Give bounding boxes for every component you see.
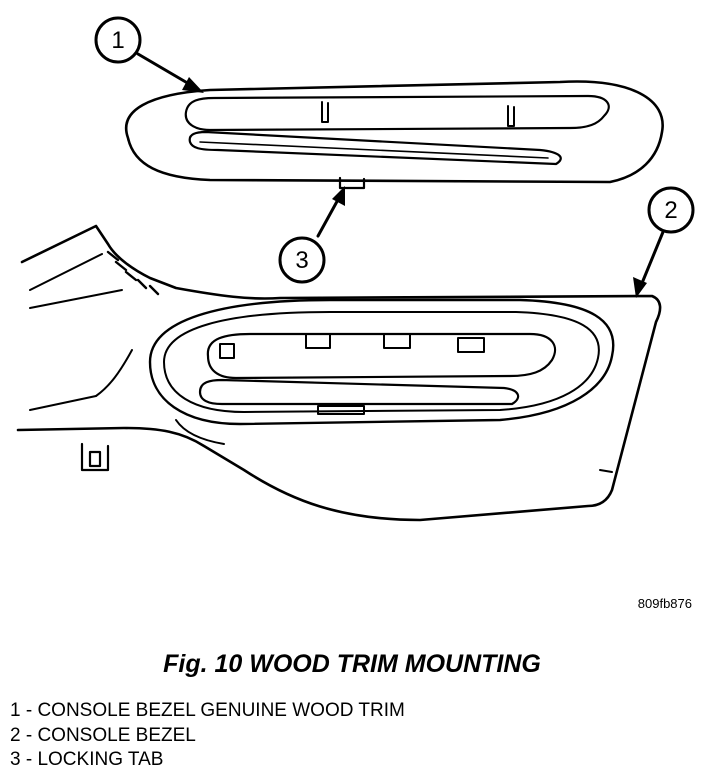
callout-circle-2 [647, 186, 695, 234]
wood-trim-mounting-illustration: 1 2 3 [16, 16, 695, 522]
callout-circle-1 [94, 16, 142, 64]
parts-legend: 1 - CONSOLE BEZEL GENUINE WOOD TRIM 2 - … [10, 699, 405, 773]
callout-label-1: 1 [111, 27, 124, 54]
arrow-head-2 [633, 277, 647, 298]
arrow-head-3 [332, 186, 345, 206]
figure-id: 809fb876 [637, 596, 692, 611]
callout-circle-3 [278, 236, 326, 284]
callout-label-3: 3 [295, 247, 308, 274]
arrow-head-1 [182, 77, 204, 93]
wood-trim-ring [125, 80, 664, 190]
legend-item-1: 1 - CONSOLE BEZEL GENUINE WOOD TRIM [10, 700, 405, 721]
callout-label-2: 2 [664, 197, 677, 224]
figure-caption: Fig. 10 WOOD TRIM MOUNTING [163, 650, 541, 678]
console-bezel [16, 224, 662, 522]
legend-item-2: 2 - CONSOLE BEZEL [10, 724, 196, 746]
legend-item-3: 3 - LOCKING TAB [10, 749, 164, 770]
